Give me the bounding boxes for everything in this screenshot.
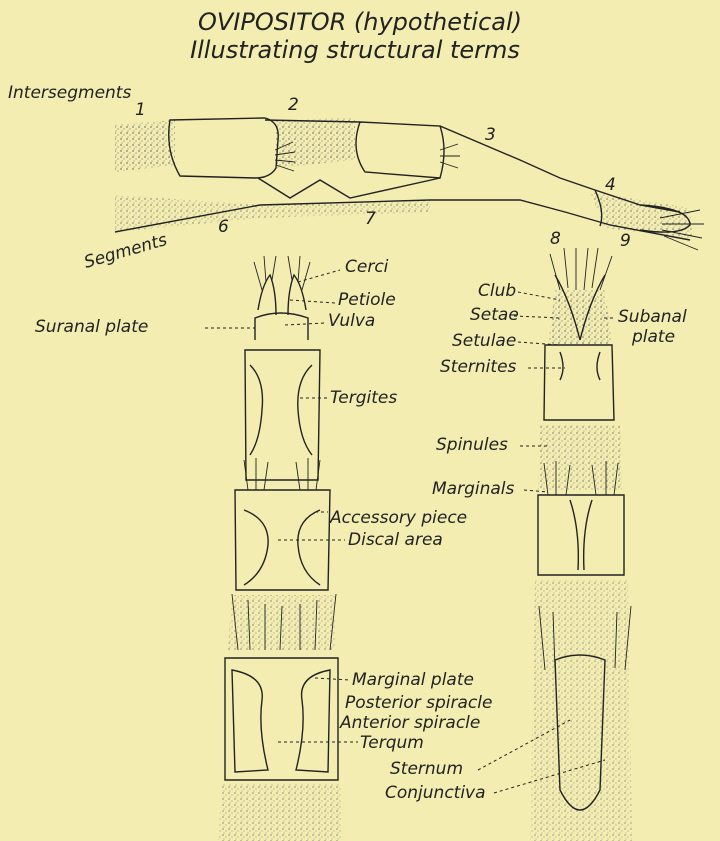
intersegment-number-1: 1 — [135, 100, 146, 120]
label-anterior-spiracle: Anterior spiracle — [339, 713, 480, 733]
label-vulva: Vulva — [328, 311, 375, 331]
dorsal-cerci — [258, 275, 306, 315]
intersegment-number-4: 4 — [605, 175, 616, 195]
intersegment-1-shading — [115, 120, 175, 172]
label-cerci: Cerci — [345, 257, 389, 277]
ventral-segment-9 — [544, 345, 614, 420]
segments-label: Segments — [82, 230, 170, 273]
dorsal-suranal-plate — [255, 313, 308, 340]
title-line-2: Illustrating structural terms — [190, 36, 520, 64]
ventral-accessory — [570, 500, 592, 570]
ventral-sternites — [560, 352, 600, 380]
leader-marginal-plate — [315, 678, 350, 680]
label-sternum: Sternum — [390, 759, 463, 779]
intersegment-number-3: 3 — [485, 125, 496, 145]
lateral-segment-7 — [356, 122, 444, 178]
intersegment-lower-shading — [115, 195, 430, 232]
ventral-spinules-shading — [538, 425, 622, 490]
dorsal-cerci-setae — [254, 256, 310, 290]
dorsal-view: Cerci Petiole Vulva Suranal plate Tergit… — [35, 256, 492, 841]
lateral-view: 1 2 3 4 6 7 8 9 Intersegments Segments — [8, 83, 704, 273]
label-petiole: Petiole — [338, 290, 396, 310]
label-subanal-plate-1: Subanal — [618, 307, 687, 327]
dorsal-tergites — [250, 365, 312, 455]
dorsal-segment-7 — [225, 658, 338, 780]
segment-number-9: 9 — [620, 231, 631, 251]
label-sternites: Sternites — [440, 357, 517, 377]
title-line-1: OVIPOSITOR (hypothetical) — [198, 8, 522, 36]
label-club: Club — [478, 281, 516, 301]
segment-number-8: 8 — [550, 229, 561, 249]
label-marginal-plate: Marginal plate — [352, 670, 474, 690]
label-discal-area: Discal area — [348, 530, 443, 550]
leader-vulva — [285, 323, 325, 325]
label-terqum: Terqum — [360, 733, 424, 753]
label-spinules: Spinules — [436, 435, 508, 455]
label-marginals: Marginals — [432, 479, 515, 499]
label-subanal-plate-2: plate — [631, 327, 675, 347]
segment-number-7: 7 — [365, 209, 376, 229]
dorsal-intersegment-shading — [228, 595, 335, 650]
leader-club — [518, 292, 560, 300]
lateral-segment-6 — [169, 118, 278, 178]
leader-petiole — [290, 300, 335, 303]
leader-marginals — [524, 490, 548, 492]
segment-number-6: 6 — [218, 217, 229, 237]
dorsal-terqum — [232, 670, 330, 772]
leader-cerci — [298, 270, 340, 282]
label-setulae: Setulae — [452, 331, 516, 351]
label-accessory-piece: Accessory piece — [329, 508, 467, 528]
label-posterior-spiracle: Posterior spiracle — [345, 693, 492, 713]
label-conjunctiva: Conjunctiva — [385, 783, 486, 803]
intersegment-number-2: 2 — [288, 95, 299, 115]
lateral-sternite-zigzag — [258, 178, 440, 198]
dorsal-discal-tergites — [244, 510, 320, 585]
dorsal-lower-shading — [218, 784, 342, 841]
intersegments-label: Intersegments — [8, 83, 131, 103]
ventral-segment-8 — [538, 495, 624, 575]
label-tergites: Tergites — [330, 388, 397, 408]
label-setae: Setae — [470, 305, 519, 325]
intersegment-2-shading — [275, 118, 355, 168]
label-suranal-plate: Suranal plate — [35, 317, 148, 337]
